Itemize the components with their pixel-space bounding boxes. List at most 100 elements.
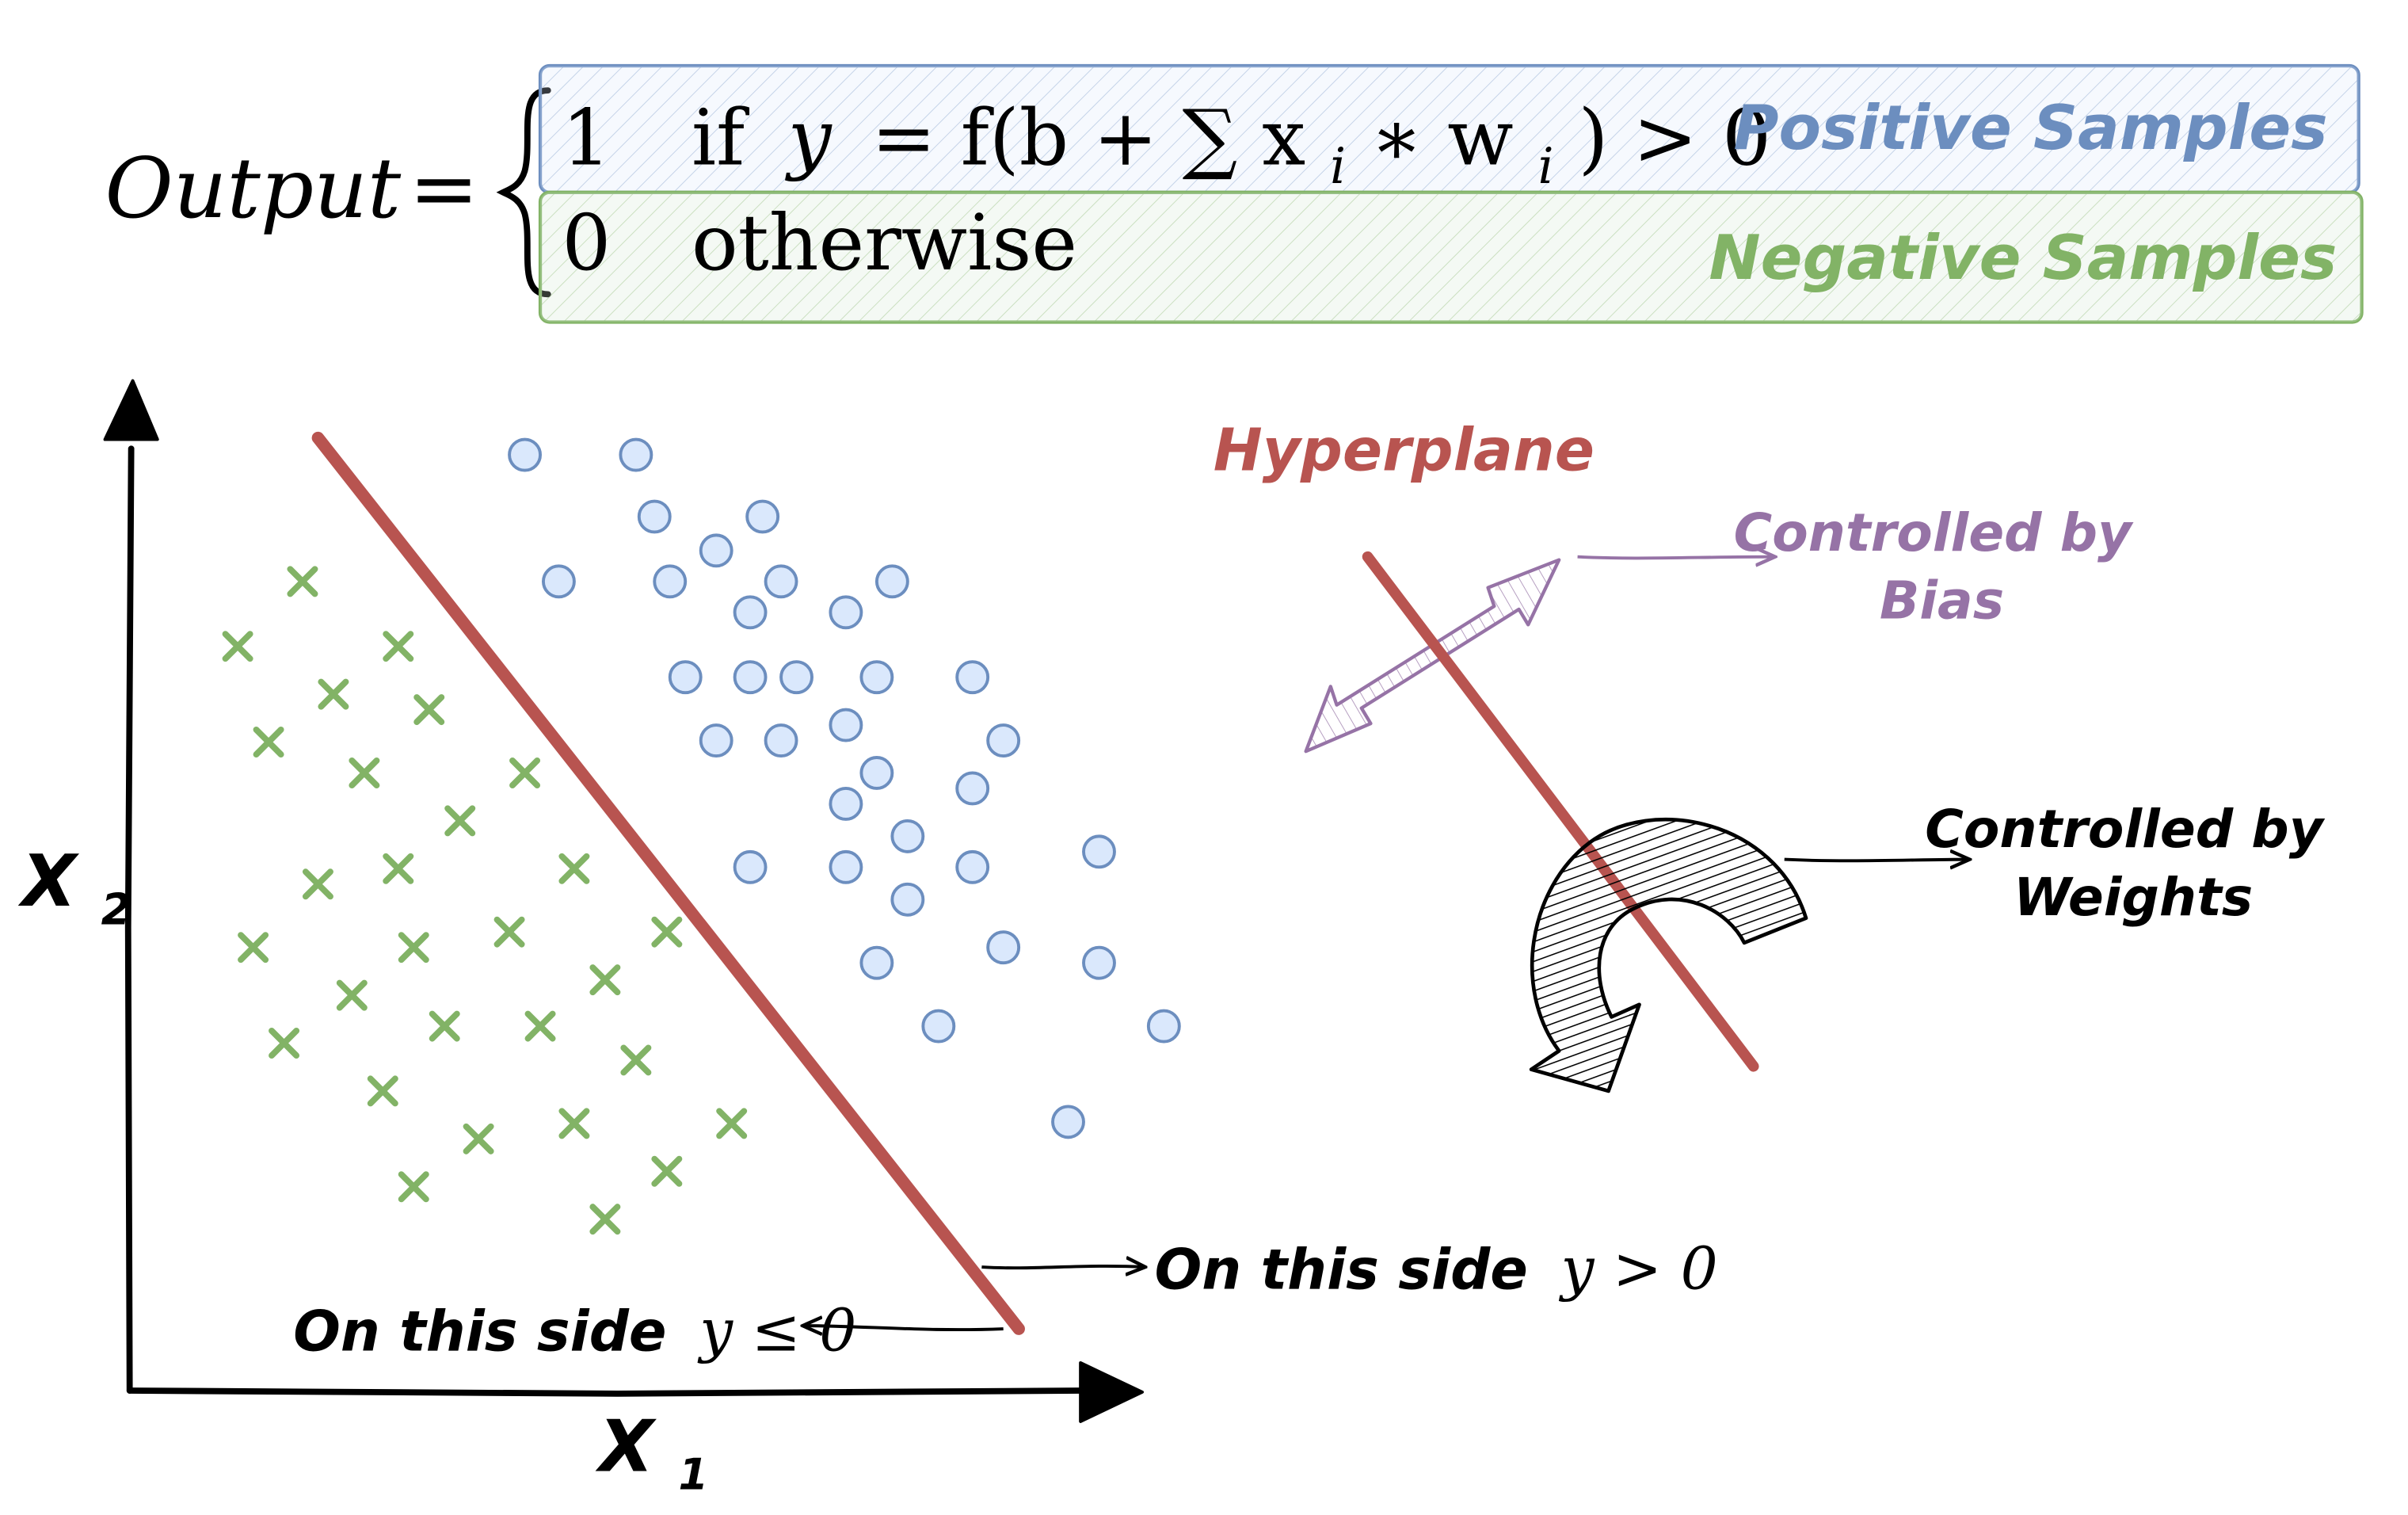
positive-sample-point [859,945,894,980]
scatter-plot: X 1 X 2 On this side y > 0 On this side … [17,379,1718,1500]
bias-label: Controlled by Bias [1734,502,2151,632]
positive-side-math: y > 0 [1559,1235,1718,1303]
weights-label-line2: Weights [2014,867,2253,928]
if-word: if [692,93,749,183]
positive-sample-point [955,660,990,695]
y-axis-subscript: 2 [101,883,131,934]
positive-sample-point [859,756,894,790]
positive-sample-point [829,595,863,630]
negative-sample-point [287,566,318,597]
negative-sample-point [444,805,476,837]
positive-sample-point [508,437,542,472]
bias-double-arrow-icon [1304,558,1561,754]
negative-case-value: 0 [562,198,611,288]
negative-samples-label: Negative Samples [1709,223,2337,294]
negative-sample-point [318,678,349,710]
positive-points [508,437,1181,1139]
positive-sample-point [699,533,733,568]
negative-sample-point [716,1108,748,1139]
negative-sample-point [558,1108,590,1139]
hyperplane-explanation: Hyperplane Controlled by Bias Controlled… [1214,417,2341,1093]
y-axis-letter: X [17,841,79,923]
hyperplane-line [311,431,1025,1335]
positive-sample-point [955,771,990,806]
x-axis-subscript: 1 [678,1449,708,1500]
positive-sample-point [1146,1009,1181,1044]
negative-sample-point [222,631,253,662]
hyperplane-label: Hyperplane [1214,417,1595,485]
positive-sample-point [637,499,672,534]
positive-sample-point [699,723,733,758]
positive-sample-point [986,930,1021,965]
positive-sample-point [874,564,909,599]
negative-sample-point [398,1171,429,1203]
negative-sample-point [238,932,269,964]
positive-sample-point [859,660,894,695]
expr-tail: ) > 0 [1579,93,1772,183]
positive-sample-point [890,882,925,917]
negative-side-math: y ≤ 0 [697,1296,856,1364]
negative-sample-point [509,757,541,788]
positive-sample-point [542,564,576,599]
negative-sample-point [383,631,414,662]
positive-sample-point [764,723,798,758]
bias-pointer-arrow [1577,557,1775,559]
x-axis-letter: X [595,1406,657,1488]
positive-sample-point [733,660,768,695]
negative-sample-point [253,727,284,758]
weights-label-line1: Controlled by [1925,799,2325,860]
sub-i-1: i [1330,137,1346,195]
positive-sample-point [921,1009,956,1044]
positive-sample-point [668,660,703,695]
small-hyperplane-line [1362,551,1759,1072]
negative-sample-point [269,1028,300,1059]
negative-sample-point [651,1155,683,1187]
positive-case-condition: if y = f(b + ∑ x i ∗ w i ) > 0 [692,93,1771,201]
positive-side-arrow [981,1266,1145,1268]
weights-rotation-arrow-icon [1529,818,1808,1093]
positive-sample-point [1082,834,1116,869]
negative-sample-point [558,853,590,884]
x-axis-label: X 1 [595,1406,708,1499]
negative-sample-point [349,757,380,788]
output-formula: Output = 1 if y = f(b + ∑ x i ∗ w i ) > … [105,63,2364,324]
negative-sample-point [398,932,429,964]
negative-case-box [538,190,2364,324]
positive-sample-point [890,819,925,853]
x-axis-arrowhead [1079,1360,1144,1423]
weights-label: Controlled by Weights [1925,799,2341,928]
y-axis-label: X 2 [17,841,131,934]
positive-sample-point [829,787,863,821]
positive-samples-label: Positive Samples [1733,93,2327,164]
sub-i-2: i [1538,137,1554,195]
negative-case-otherwise: otherwise [692,198,1077,288]
negative-case-box-fill [540,192,2362,322]
negative-sample-point [463,1123,494,1154]
positive-sample-point [733,849,768,884]
positive-side-annotation: On this side y > 0 [1155,1235,1718,1303]
negative-sample-point [651,916,683,948]
negative-points [222,566,748,1235]
expr-main: = f(b + ∑ x [871,93,1305,183]
positive-side-text: On this side [1155,1237,1528,1302]
negative-sample-point [620,1044,652,1076]
formula-brace [496,87,551,298]
positive-case-value: 1 [562,93,611,183]
negative-sample-point [589,964,621,996]
positive-sample-point [829,708,863,742]
positive-sample-point [779,660,813,695]
expr-mul: ∗ w [1370,93,1514,183]
y-axis-arrowhead [103,379,159,441]
positive-case-box-fill [540,65,2359,193]
positive-sample-point [1051,1105,1085,1139]
negative-sample-point [589,1204,621,1235]
negative-side-annotation: On this side y ≤ 0 [293,1296,856,1364]
negative-sample-point [413,694,445,726]
y-var: y [785,93,833,183]
formula-equals: = [409,139,478,237]
positive-sample-point [733,595,768,630]
negative-sample-point [367,1075,398,1107]
y-axis-line [124,445,135,1394]
positive-sample-point [1082,945,1116,980]
